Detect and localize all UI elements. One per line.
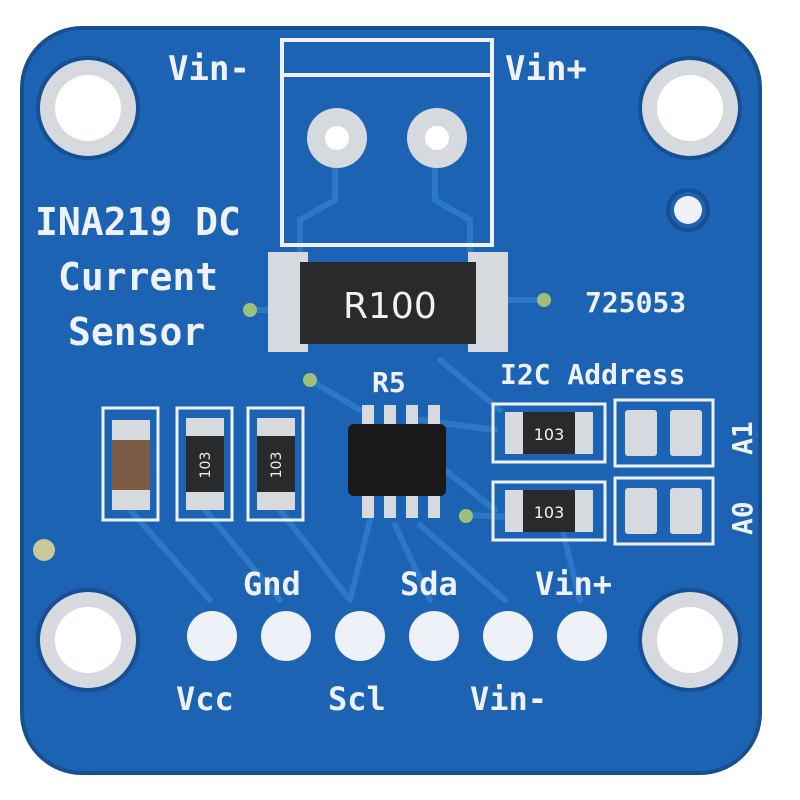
pin-label-sda: Sda	[400, 565, 458, 603]
screw-terminal	[280, 38, 494, 247]
solder-jumper-a1	[613, 398, 715, 468]
chip-pins-bottom	[362, 490, 440, 518]
via	[33, 539, 55, 561]
pin-label-vcc: Vcc	[176, 680, 234, 718]
resistor-code: 103	[534, 425, 565, 444]
address-resistor-a1: 103	[491, 402, 607, 464]
header-pin-scl	[335, 611, 385, 661]
resistor-smd-1: 103	[175, 406, 234, 522]
pin-label-vin-minus: Vin-	[470, 680, 547, 718]
jumper-label-a1: A1	[726, 421, 759, 455]
mounting-hole-inner	[657, 75, 723, 141]
i2c-address-label: I2C Address	[500, 358, 685, 391]
via	[459, 509, 473, 523]
via	[243, 303, 257, 317]
resistor-code: 103	[198, 452, 214, 479]
header-pin-vin-plus	[557, 611, 607, 661]
terminal-hole-left	[325, 126, 349, 150]
board-title-line2: Current	[58, 255, 218, 299]
header-pin-vin-minus	[483, 611, 533, 661]
header-pin-gnd	[261, 611, 311, 661]
board-title-line3: Sensor	[68, 310, 205, 354]
header-pin-sda	[409, 611, 459, 661]
terminal-label-vin-minus: Vin-	[168, 49, 250, 89]
resistor-code: 103	[269, 452, 285, 479]
terminal-outline	[280, 38, 494, 247]
solder-jumper-a0	[613, 476, 715, 546]
chip-body	[348, 424, 446, 496]
via	[537, 293, 551, 307]
address-resistor-a0: 103	[491, 480, 607, 542]
header-pin-vcc	[187, 611, 237, 661]
resistor-smd-2: 103	[246, 406, 305, 522]
terminal-label-vin-plus: Vin+	[505, 49, 587, 89]
shunt-body	[300, 262, 476, 344]
terminal-hole-right	[425, 126, 449, 150]
mounting-holes	[36, 56, 742, 692]
shunt-value: R100	[343, 286, 437, 327]
via	[303, 373, 317, 387]
pin-label-vin-plus: Vin+	[535, 565, 612, 603]
mounting-hole-inner	[55, 607, 121, 673]
jumper-label-a0: A0	[726, 501, 759, 535]
pcb-edge	[20, 26, 762, 775]
pin-label-gnd: Gnd	[243, 565, 301, 603]
mounting-hole-inner	[657, 607, 723, 673]
capacitor	[101, 406, 160, 522]
header-pins	[187, 611, 607, 661]
vias	[33, 188, 710, 561]
ina219-chip	[348, 405, 446, 518]
via	[666, 188, 710, 232]
board-title-line1: INA219 DC	[35, 200, 241, 244]
via	[674, 196, 702, 224]
shunt-designator: R5	[372, 366, 406, 399]
resistor-code: 103	[534, 503, 565, 522]
part-number: 725053	[585, 286, 686, 319]
shunt-resistor: R100	[268, 252, 508, 352]
mounting-hole-inner	[55, 75, 121, 141]
pin-label-scl: Scl	[328, 680, 386, 718]
